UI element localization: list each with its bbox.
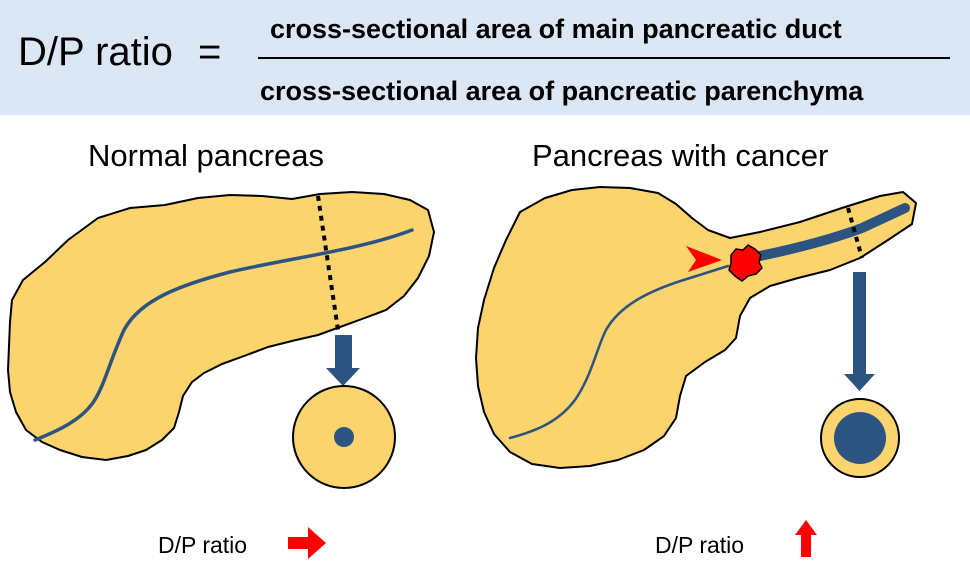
normal-main-duct <box>33 228 414 442</box>
formula-denominator: cross-sectional area of pancreatic paren… <box>260 76 864 106</box>
arrow-up-icon <box>795 520 817 557</box>
normal-ratio-label: D/P ratio <box>158 532 248 558</box>
formula-lhs-label: D/P ratio <box>18 30 173 74</box>
normal-pancreas <box>7 191 435 489</box>
cancer-section-line <box>846 207 864 259</box>
cancer-pancreas <box>475 186 917 478</box>
equals-sign: = <box>198 30 222 74</box>
normal-cross-section-duct <box>334 427 354 447</box>
cancer-dilated-duct <box>745 203 910 263</box>
cancer-ratio-label: D/P ratio <box>655 532 745 558</box>
normal-down-arrow <box>326 335 360 386</box>
fraction-bar <box>258 57 950 59</box>
formula-lhs: D/P ratio = <box>18 30 221 75</box>
formula-numerator: cross-sectional area of main pancreatic … <box>270 14 842 44</box>
cancer-pancreas-title: Pancreas with cancer <box>532 138 829 173</box>
normal-pancreas-title: Normal pancreas <box>88 138 325 173</box>
normal-section-line <box>316 195 340 331</box>
cancer-upstream-duct-thin <box>508 264 730 440</box>
tumor-pointer-arrowhead <box>686 246 722 272</box>
cancer-cross-section-duct <box>834 412 886 464</box>
cancer-down-arrow <box>844 272 875 391</box>
formula-banner: D/P ratio = cross-sectional area of main… <box>0 0 970 115</box>
tumor <box>728 244 763 282</box>
arrow-right-icon <box>288 527 326 559</box>
cancer-pancreas-parenchyma <box>475 186 917 469</box>
